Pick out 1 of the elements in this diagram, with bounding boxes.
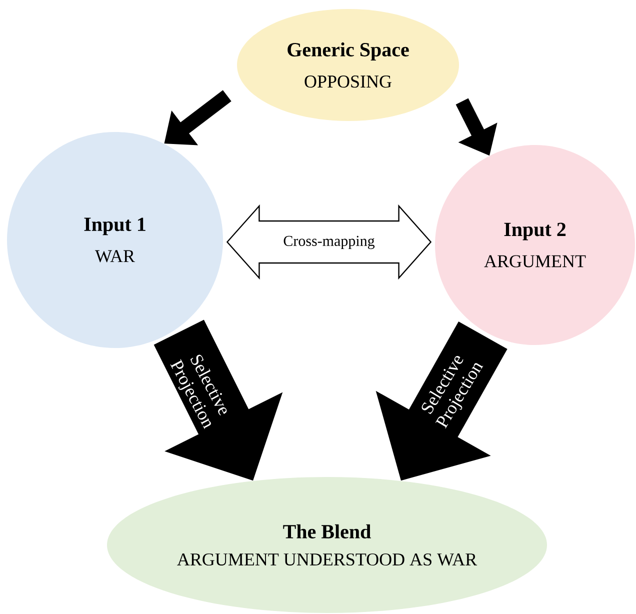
edge-label: Cross-mapping [282,234,376,250]
